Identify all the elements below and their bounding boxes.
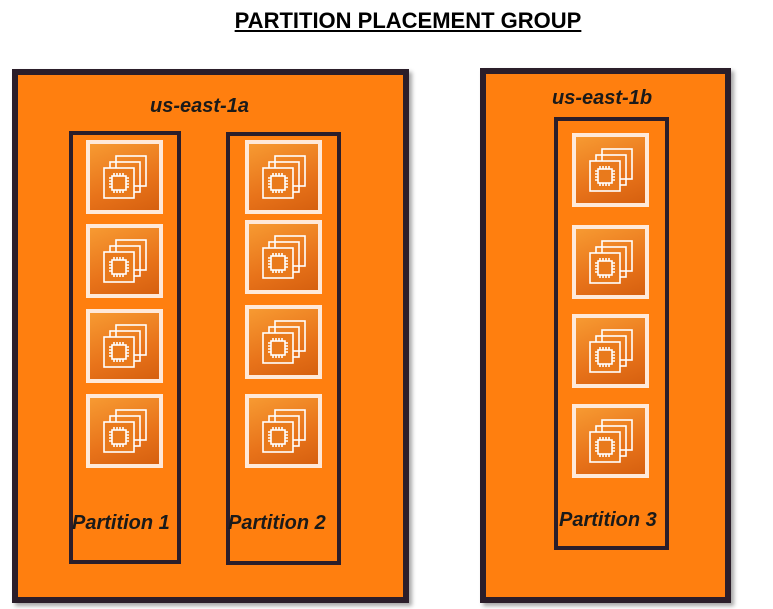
ec2-instance-icon <box>245 305 322 379</box>
ec2-chip-icon <box>576 318 645 384</box>
ec2-chip-icon <box>90 313 159 379</box>
ec2-chip-icon <box>576 408 645 474</box>
ec2-instance-icon <box>86 309 163 383</box>
ec2-chip-icon <box>90 144 159 210</box>
ec2-chip-icon <box>576 137 645 203</box>
ec2-chip-icon <box>249 144 318 210</box>
diagram-title: PARTITION PLACEMENT GROUP <box>234 8 582 33</box>
ec2-chip-icon <box>249 398 318 464</box>
partition-2 <box>226 132 341 565</box>
ec2-instance-icon <box>86 224 163 298</box>
ec2-chip-icon <box>249 309 318 375</box>
ec2-instance-icon <box>86 140 163 214</box>
ec2-instance-icon <box>572 314 649 388</box>
partition-label-2: Partition 2 <box>228 512 326 534</box>
partition-label-1: Partition 1 <box>72 512 170 534</box>
ec2-instance-icon <box>245 394 322 468</box>
ec2-instance-icon <box>245 220 322 294</box>
ec2-chip-icon <box>576 229 645 295</box>
ec2-chip-icon <box>249 224 318 290</box>
availability-zone-us-east-1a <box>12 69 409 603</box>
zone-label-us-east-1a: us-east-1a <box>150 95 249 117</box>
partition-1 <box>69 131 181 564</box>
zone-label-us-east-1b: us-east-1b <box>552 87 653 109</box>
partition-label-3: Partition 3 <box>559 509 657 531</box>
ec2-instance-icon <box>572 133 649 207</box>
partition-3 <box>554 117 669 550</box>
ec2-chip-icon <box>90 398 159 464</box>
ec2-chip-icon <box>90 228 159 294</box>
ec2-instance-icon <box>572 404 649 478</box>
ec2-instance-icon <box>86 394 163 468</box>
ec2-instance-icon <box>572 225 649 299</box>
ec2-instance-icon <box>245 140 322 214</box>
